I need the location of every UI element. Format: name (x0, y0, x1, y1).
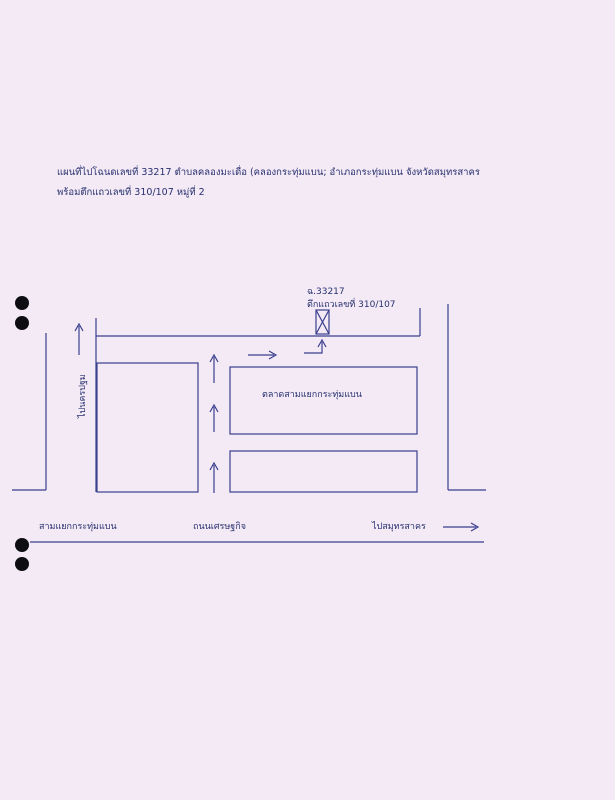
junction-label: สามแยกกระทุ่มแบน (39, 522, 117, 532)
road-name-label: ถนนเศรษฐกิจ (193, 522, 246, 532)
arrow-up-market-2 (209, 403, 219, 432)
plot-number-label: ฉ.33217 (307, 287, 345, 297)
punch-hole (15, 557, 29, 571)
arrow-up-market-3 (209, 461, 219, 493)
title-line-2: พร้อมตึกแถวเลขที่ 310/107 หมู่ที่ 2 (57, 187, 205, 198)
punch-hole (15, 538, 29, 552)
punch-hole (15, 296, 29, 310)
market-lower-block (229, 450, 418, 493)
market-label: ตลาดสามแยกกระทุ่มแบน (262, 390, 362, 400)
plot-marker-cross (315, 309, 330, 335)
plot-marker (315, 309, 330, 335)
document-title: แผนที่ไปโฉนดเลขที่ 33217 ตำบลคลองมะเดื่อ… (57, 163, 480, 203)
arrow-to-samut-sakhon (443, 522, 480, 532)
building-number-label: ตึกแถวเลขที่ 310/107 (307, 300, 396, 310)
to-samut-sakhon-label: ไปสมุทรสาคร (372, 522, 426, 532)
market-block (229, 366, 418, 435)
title-line-1: แผนที่ไปโฉนดเลขที่ 33217 ตำบลคลองมะเดื่อ… (57, 167, 480, 178)
road-to-nakhon-pathom-label: ไปนครปฐม (78, 374, 88, 418)
arrow-right-top-road (248, 350, 278, 360)
land-block (96, 362, 199, 493)
arrow-up-market-1 (209, 353, 219, 383)
punch-hole (15, 316, 29, 330)
arrow-to-plot (304, 338, 327, 354)
arrow-up-left-road (74, 322, 84, 355)
